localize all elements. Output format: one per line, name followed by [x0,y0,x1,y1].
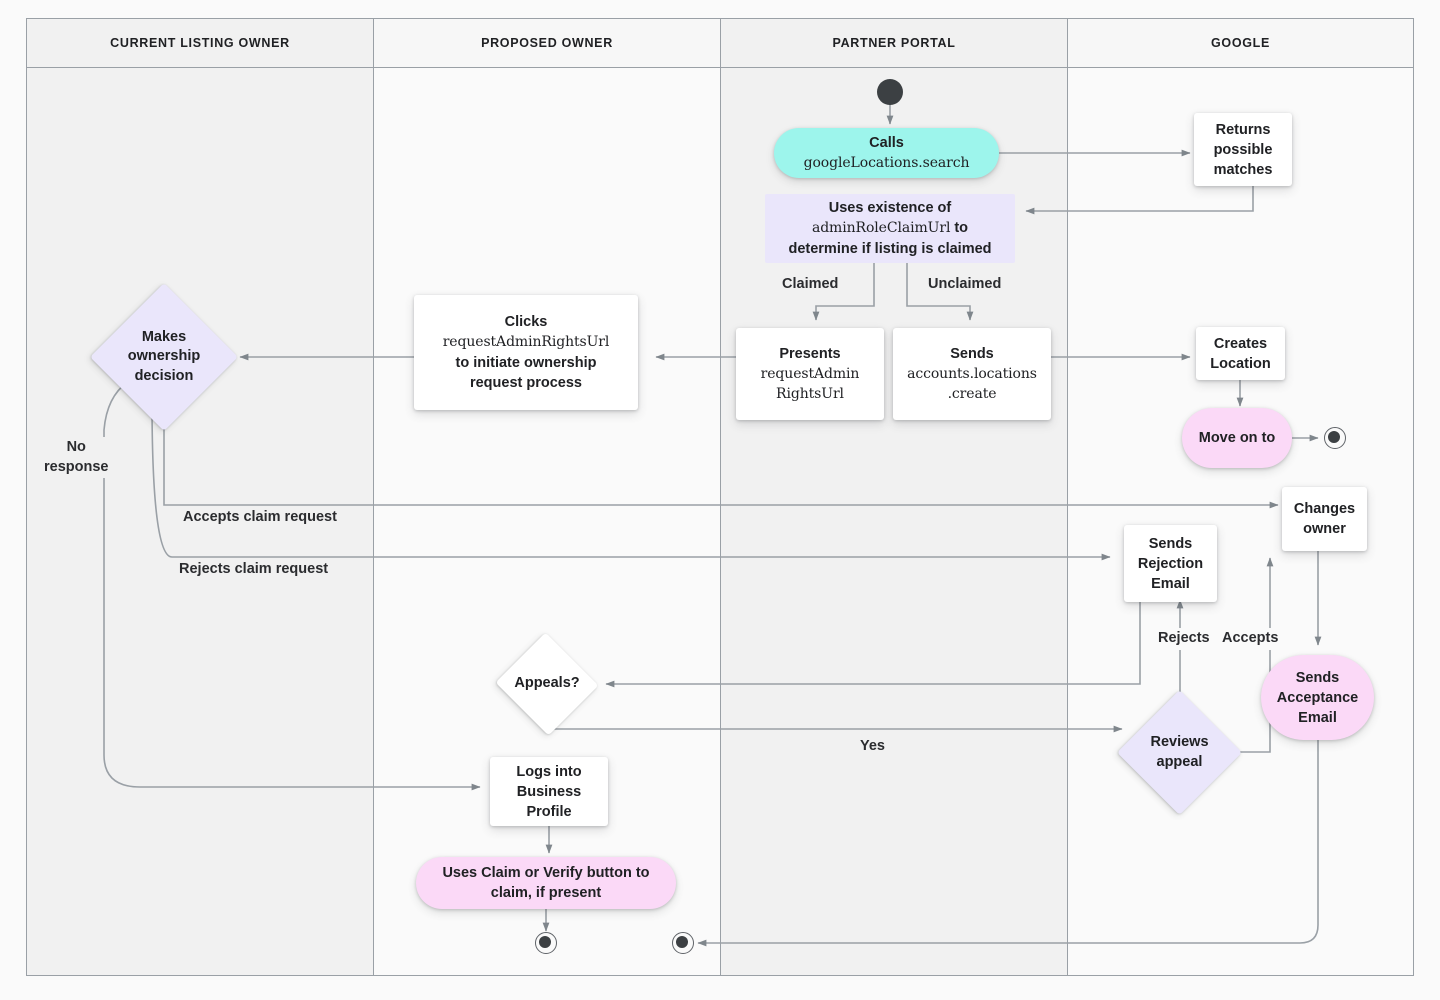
node-clicks-line3: to initiate ownership [455,354,597,371]
node-makes-ownership-decision-label: Makes ownership decision [127,329,201,384]
swimlane-header-current-listing-owner: CURRENT LISTING OWNER [27,18,373,68]
edge-label-claimed: Claimed [779,274,842,296]
node-makes-ownership-decision[interactable]: Makes ownership decision [90,283,238,431]
node-returns-possible-matches[interactable]: Returns possible matches [1194,113,1292,186]
node-sends-create-line2: accounts.locations [907,365,1037,382]
node-calls-line2: googleLocations.search [803,154,970,171]
node-move-on-to-label: Move on to [1198,430,1276,446]
swimlane-current-listing-owner: CURRENT LISTING OWNER [26,18,373,976]
node-presents-line2: requestAdmin [760,365,860,382]
node-uses-existence-line1: Uses existence of [828,200,952,217]
node-uses-claim-or-verify-button[interactable]: Uses Claim or Verify button to claim, if… [416,857,676,909]
node-clicks-request-admin-rights-url[interactable]: Clicks requestAdminRightsUrl to initiate… [414,295,638,410]
start-node [877,79,903,105]
node-move-on-to[interactable]: Move on to [1182,408,1292,468]
node-sends-acceptance-email-label: Sends Acceptance Email [1276,669,1359,726]
swimlane-proposed-owner: PROPOSED OWNER [373,18,720,976]
node-sends-accounts-locations-create[interactable]: Sends accounts.locations .create [893,328,1051,420]
edge-label-rejects-claim-request: Rejects claim request [176,559,332,581]
node-presents-request-admin-rights-url[interactable]: Presents requestAdmin RightsUrl [736,328,884,420]
swimlane-header-proposed-owner: PROPOSED OWNER [374,18,720,68]
edge-label-accepts: Accepts [1219,628,1282,650]
edge-label-no-response: No response [41,437,112,479]
node-logs-into-business-profile[interactable]: Logs into Business Profile [490,757,608,826]
end-node-acceptance [672,932,694,954]
node-uses-existence-line3: determine if listing is claimed [788,240,992,257]
node-clicks-line2: requestAdminRightsUrl [442,334,610,351]
end-node-claim [535,932,557,954]
node-appeals-decision[interactable]: Appeals? [494,632,600,736]
node-sends-rejection-email-label: Sends Rejection Email [1137,535,1204,592]
node-changes-owner-label: Changes owner [1293,501,1356,537]
node-reviews-appeal[interactable]: Reviews appeal [1117,690,1242,815]
node-clicks-line4: request process [469,374,582,391]
node-uses-claim-line1: Uses Claim or Verify button to [442,865,650,881]
node-changes-owner[interactable]: Changes owner [1282,487,1367,551]
node-creates-location[interactable]: Creates Location [1196,327,1285,380]
node-clicks-line1: Clicks [504,314,548,331]
node-uses-claim-line2: claim, if present [490,885,602,901]
node-sends-create-line3: .create [947,386,997,402]
node-sends-acceptance-email[interactable]: Sends Acceptance Email [1261,655,1374,740]
node-sends-rejection-email[interactable]: Sends Rejection Email [1124,525,1217,602]
swimlane-header-google: GOOGLE [1068,18,1413,68]
swimlane-header-partner-portal: PARTNER PORTAL [721,18,1067,68]
node-presents-line1: Presents [779,345,841,362]
edge-label-accepts-claim-request: Accepts claim request [180,507,340,529]
edge-label-unclaimed: Unclaimed [925,274,1005,296]
swimlane-body-proposed-owner [374,68,720,976]
node-reviews-appeal-label: Reviews appeal [1150,734,1209,770]
node-returns-possible-matches-label: Returns possible matches [1213,121,1273,178]
node-calls-line1: Calls [869,134,904,151]
node-presents-line3: RightsUrl [776,386,844,402]
node-sends-create-line1: Sends [950,345,994,362]
end-node-move-on-to [1324,427,1346,449]
edge-label-yes: Yes [857,736,888,758]
node-uses-existence-line2-suffix: to [950,220,969,237]
edge-label-rejects: Rejects [1155,628,1213,650]
node-appeals-decision-label: Appeals? [514,675,580,692]
node-calls-google-locations-search[interactable]: Calls googleLocations.search [774,128,999,178]
node-uses-existence-line2-code: adminRoleClaimUrl [811,220,951,237]
node-logs-into-business-profile-label: Logs into Business Profile [516,763,582,820]
node-creates-location-label: Creates Location [1210,335,1271,372]
node-uses-existence-of-admin-role-claim-url[interactable]: Uses existence of adminRoleClaimUrl to d… [765,194,1015,263]
